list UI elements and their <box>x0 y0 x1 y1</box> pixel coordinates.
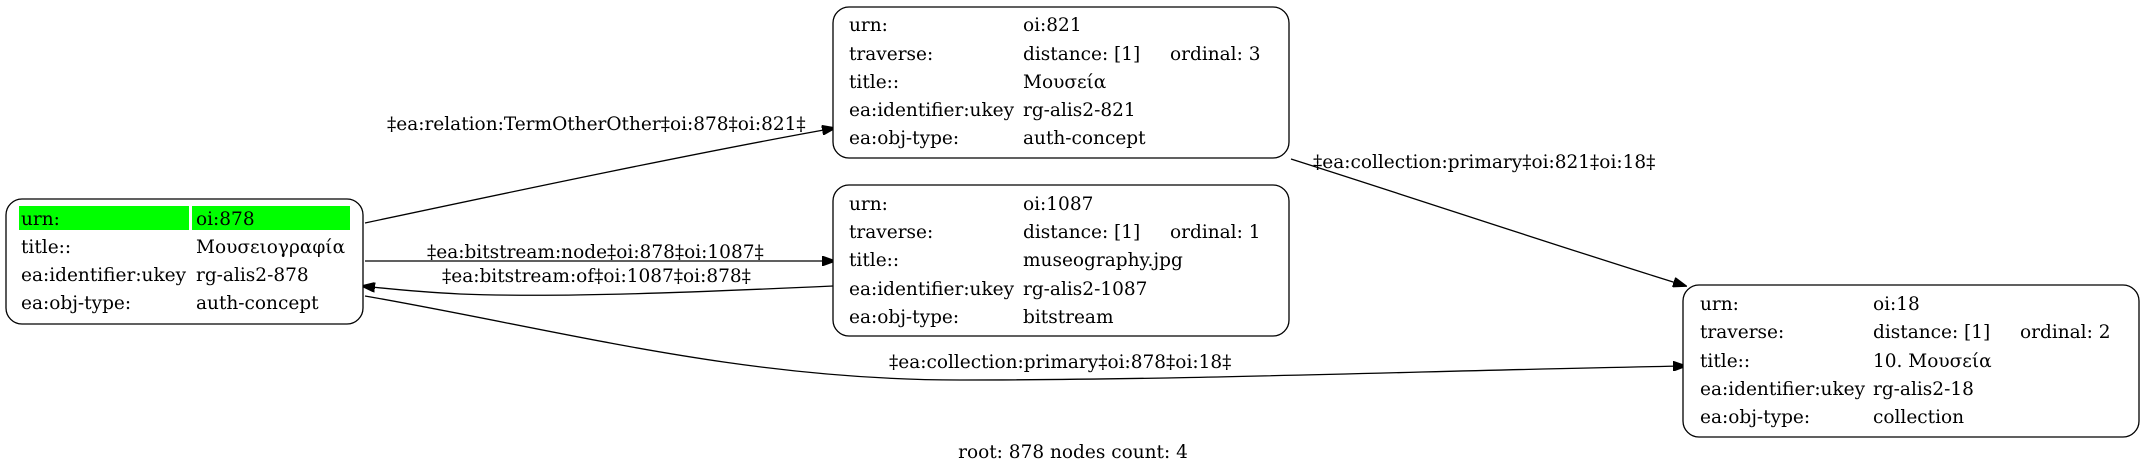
row-key-obj-type: ea:obj-type: <box>849 128 959 149</box>
row-key-identifier: ea:identifier:ukey <box>849 279 1015 300</box>
edge-label: ‡ea:bitstream:of‡oi:1087‡oi:878‡ <box>442 266 751 287</box>
node-box <box>5 198 364 325</box>
row-key-title: title:: <box>849 250 899 271</box>
edge-1087-to-878[interactable]: ‡ea:bitstream:of‡oi:1087‡oi:878‡ <box>362 266 834 296</box>
row-value-distance: distance: [1] <box>1023 44 1140 65</box>
row-key-urn: urn: <box>849 194 888 215</box>
row-value-obj-type: auth-concept <box>1023 128 1146 149</box>
row-key-urn: urn: <box>21 209 60 230</box>
row-value-distance: distance: [1] <box>1873 322 1990 343</box>
edge-878-to-1087[interactable]: ‡ea:bitstream:node‡oi:878‡oi:1087‡ <box>365 242 835 263</box>
row-key-title: title:: <box>1700 351 1750 372</box>
node-oi-821[interactable]: urn: oi:821 traverse: distance: [1] ordi… <box>832 6 1290 159</box>
row-value-distance: distance: [1] <box>1023 222 1140 243</box>
row-key-traverse: traverse: <box>849 222 933 243</box>
row-value-title: Μουσειογραφία <box>196 237 345 258</box>
edge-line <box>364 128 835 224</box>
row-key-urn: urn: <box>1700 294 1739 315</box>
row-value-title: museography.jpg <box>1023 250 1183 271</box>
node-box <box>832 184 1290 337</box>
edge-label: ‡ea:relation:TermOtherOther‡oi:878‡oi:82… <box>387 114 806 135</box>
row-key-urn: urn: <box>849 15 888 36</box>
row-value-identifier: rg-alis2-878 <box>196 265 309 286</box>
row-value-identifier: rg-alis2-821 <box>1023 100 1136 121</box>
row-value-ordinal: ordinal: 2 <box>2020 322 2111 343</box>
node-box <box>832 6 1290 159</box>
row-value-identifier: rg-alis2-1087 <box>1023 279 1147 300</box>
row-key-obj-type: ea:obj-type: <box>1700 407 1810 428</box>
row-key-obj-type: ea:obj-type: <box>849 307 959 328</box>
node-oi-878[interactable]: urn: oi:878 title:: Μουσειογραφία ea:ide… <box>5 198 364 325</box>
row-key-title: title:: <box>849 72 899 93</box>
edge-line <box>364 295 1686 381</box>
edge-label: ‡ea:bitstream:node‡oi:878‡oi:1087‡ <box>427 242 764 263</box>
highlight-cell-value <box>192 206 350 230</box>
row-value-ordinal: ordinal: 1 <box>1170 222 1261 243</box>
row-value-obj-type: bitstream <box>1023 307 1114 328</box>
row-key-traverse: traverse: <box>1700 322 1784 343</box>
edges: ‡ea:relation:TermOtherOther‡oi:878‡oi:82… <box>362 114 1686 381</box>
graph-footer-caption: root: 878 nodes count: 4 <box>958 442 1188 463</box>
row-value-urn: oi:18 <box>1873 294 1920 315</box>
row-key-title: title:: <box>21 237 71 258</box>
row-value-urn: oi:1087 <box>1023 194 1093 215</box>
edge-line <box>1290 158 1686 286</box>
row-value-ordinal: ordinal: 3 <box>1170 44 1261 65</box>
row-value-obj-type: auth-concept <box>196 293 319 314</box>
row-key-identifier: ea:identifier:ukey <box>1700 379 1866 400</box>
node-oi-1087[interactable]: urn: oi:1087 traverse: distance: [1] ord… <box>832 184 1290 337</box>
row-key-identifier: ea:identifier:ukey <box>849 100 1015 121</box>
edge-line <box>362 286 834 296</box>
row-value-urn: oi:821 <box>1023 15 1082 36</box>
node-oi-18[interactable]: urn: oi:18 traverse: distance: [1] ordin… <box>1682 284 2140 438</box>
row-value-identifier: rg-alis2-18 <box>1873 379 1974 400</box>
edge-878-to-18[interactable]: ‡ea:collection:primary‡oi:878‡oi:18‡ <box>364 295 1686 381</box>
row-value-title: Μουσεία <box>1023 72 1106 93</box>
row-value-title: 10. Μουσεία <box>1873 351 1992 372</box>
row-value-urn: oi:878 <box>196 209 255 230</box>
edge-878-to-821[interactable]: ‡ea:relation:TermOtherOther‡oi:878‡oi:82… <box>364 114 835 224</box>
node-box <box>1682 284 2140 438</box>
edge-label: ‡ea:collection:primary‡oi:821‡oi:18‡ <box>1313 152 1655 173</box>
row-key-identifier: ea:identifier:ukey <box>21 265 187 286</box>
row-value-obj-type: collection <box>1873 407 1964 428</box>
row-key-traverse: traverse: <box>849 44 933 65</box>
highlight-cell-key <box>19 206 189 230</box>
row-key-obj-type: ea:obj-type: <box>21 293 131 314</box>
edge-label: ‡ea:collection:primary‡oi:878‡oi:18‡ <box>889 352 1231 373</box>
edge-821-to-18[interactable]: ‡ea:collection:primary‡oi:821‡oi:18‡ <box>1290 152 1686 286</box>
